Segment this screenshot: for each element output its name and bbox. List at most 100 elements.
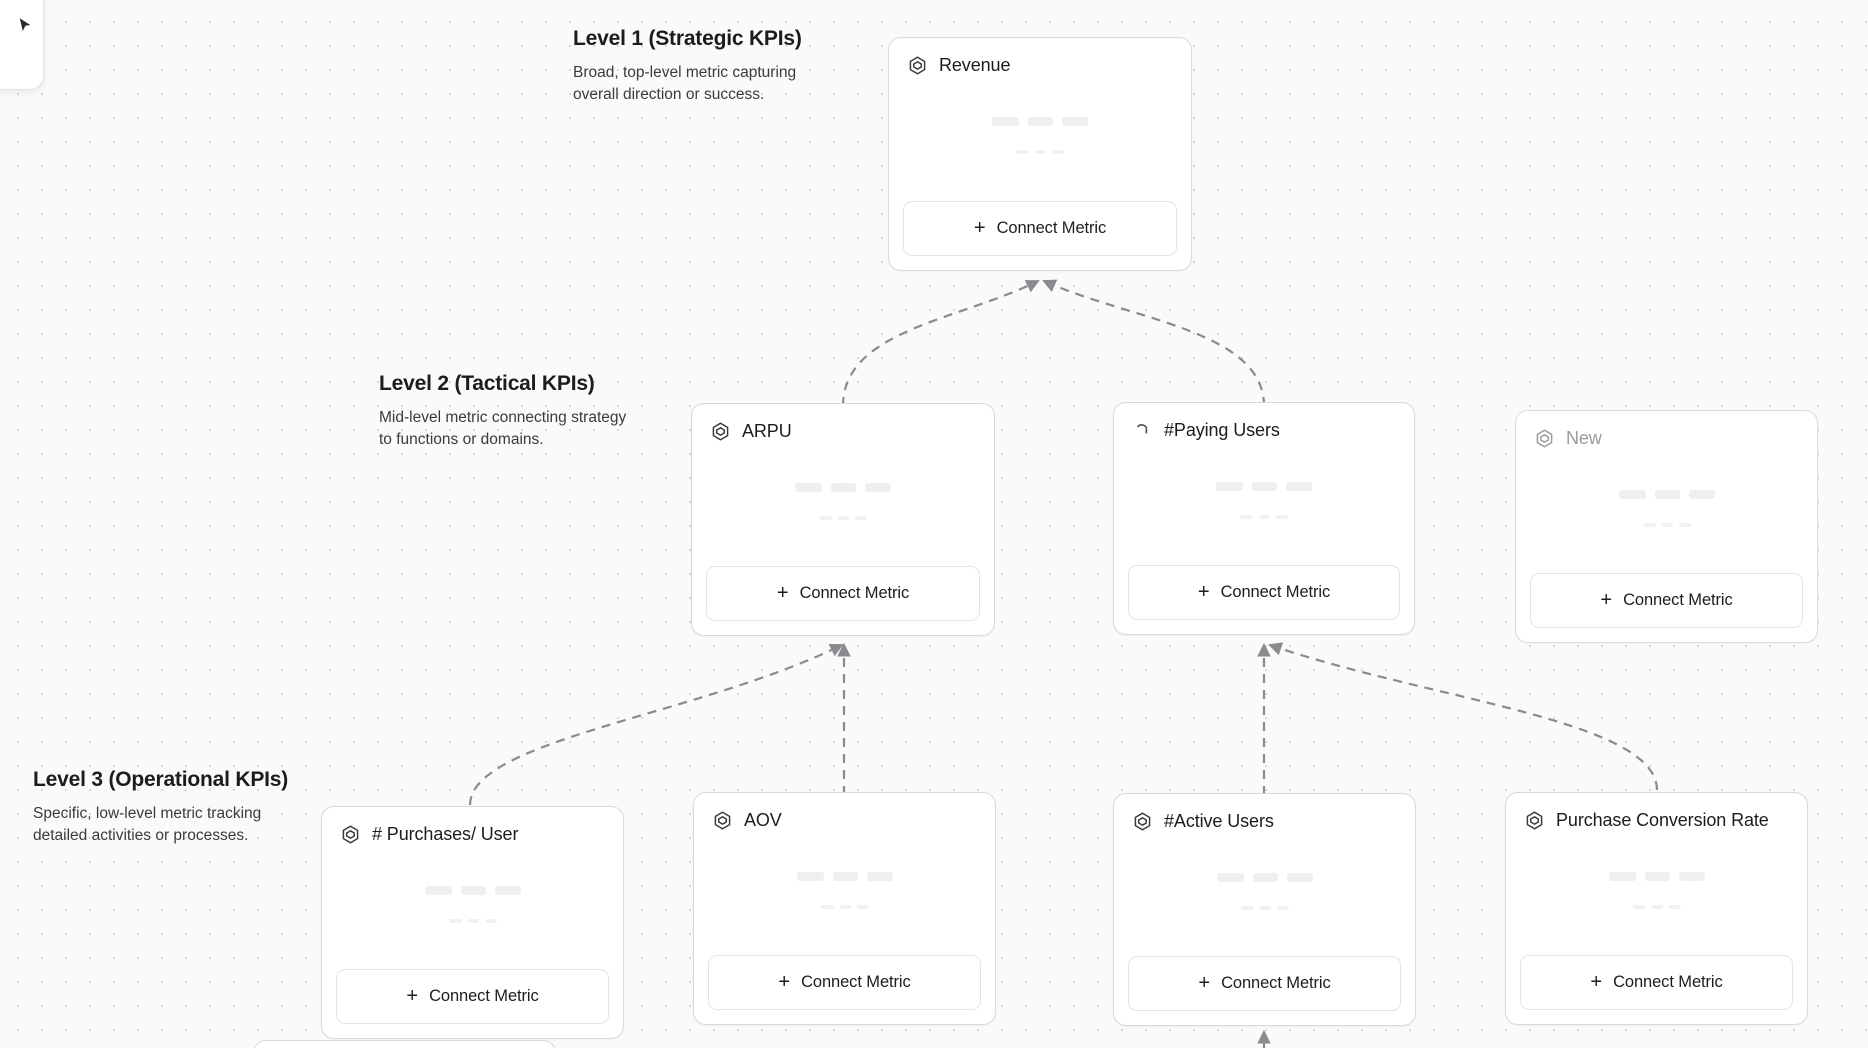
plus-icon: + (1600, 588, 1613, 611)
card-title: # Purchases/ User (372, 824, 519, 844)
skeleton-bar (460, 885, 486, 895)
card-header: Revenue (889, 38, 1191, 76)
skeleton-bar (448, 918, 462, 923)
skeleton-row-secondary (1016, 150, 1064, 154)
plus-icon: + (406, 984, 419, 1007)
level-2-header: Level 2 (Tactical KPIs) Mid-level metric… (379, 372, 629, 451)
hexagon-metric-icon (712, 810, 733, 831)
metric-card-new[interactable]: New + Connect Metric (1515, 410, 1818, 643)
card-placeholder-body (1516, 449, 1817, 573)
card-header: Purchase Conversion Rate (1506, 793, 1807, 831)
skeleton-bar (1252, 872, 1278, 882)
connect-metric-button[interactable]: + Connect Metric (1128, 956, 1401, 1011)
skeleton-bar (1654, 489, 1680, 499)
skeleton-bar (1216, 481, 1243, 491)
skeleton-row-primary (1618, 489, 1715, 499)
plus-icon: + (776, 581, 789, 604)
skeleton-row-primary (796, 871, 893, 881)
metric-card-purchases-per-user[interactable]: # Purchases/ User + Connect Metric (321, 806, 624, 1039)
skeleton-bar (1062, 117, 1088, 126)
skeleton-row-secondary (1240, 514, 1288, 519)
connect-metric-label: Connect Metric (1221, 974, 1331, 992)
metric-card-purchase-conversion-rate[interactable]: Purchase Conversion Rate + Connect Metri… (1505, 792, 1808, 1025)
metric-card-revenue[interactable]: Revenue + Connect Metric (888, 37, 1192, 271)
skeleton-bar (838, 515, 849, 520)
connect-metric-label: Connect Metric (429, 987, 539, 1005)
cursor-icon (16, 16, 34, 34)
skeleton-row-secondary (820, 904, 869, 909)
card-placeholder-body (322, 845, 623, 969)
connect-metric-button[interactable]: + Connect Metric (336, 969, 609, 1024)
skeleton-bar (1259, 514, 1270, 519)
hexagon-metric-icon (710, 421, 731, 442)
hexagon-metric-icon (907, 55, 928, 76)
card-title: AOV (744, 810, 782, 830)
skeleton-bar (1286, 872, 1313, 882)
card-title: New (1566, 428, 1602, 448)
skeleton-bar (1644, 871, 1670, 881)
metric-card-paying-users[interactable]: #Paying Users + Connect Metric (1113, 402, 1415, 635)
skeleton-bar (1052, 150, 1064, 154)
skeleton-row-primary (424, 885, 521, 895)
skeleton-bar (1668, 904, 1681, 909)
card-header: New (1516, 411, 1817, 449)
skeleton-row-primary (1608, 871, 1705, 881)
connect-metric-button[interactable]: + Connect Metric (1530, 573, 1803, 628)
level-2-title: Level 2 (Tactical KPIs) (379, 372, 595, 395)
card-placeholder-body (692, 442, 994, 566)
level-1-description: Broad, top-level metric capturing overal… (573, 64, 797, 103)
connect-metric-label: Connect Metric (799, 584, 910, 602)
skeleton-bar (1028, 117, 1053, 126)
skeleton-bar (1252, 481, 1277, 491)
connect-metric-label: Connect Metric (1623, 591, 1733, 609)
skeleton-bar (1678, 871, 1705, 881)
skeleton-bar (1259, 905, 1271, 910)
level-1-header: Level 1 (Strategic KPIs) Broad, top-leve… (573, 27, 823, 106)
skeleton-bar (1016, 150, 1029, 154)
plus-icon: + (1590, 970, 1603, 993)
metric-card-partial-offscreen[interactable] (253, 1040, 556, 1048)
card-placeholder-body (694, 831, 995, 955)
skeleton-bar (795, 482, 822, 492)
connect-metric-button[interactable]: + Connect Metric (706, 566, 980, 621)
card-placeholder-body (889, 76, 1191, 201)
connect-metric-label: Connect Metric (801, 973, 911, 991)
connect-metric-button[interactable]: + Connect Metric (1520, 955, 1793, 1010)
floating-toolbar-panel[interactable] (0, 0, 44, 90)
card-header: #Active Users (1114, 794, 1415, 832)
skeleton-bar (1286, 481, 1312, 491)
plus-icon: + (1198, 971, 1211, 994)
skeleton-bar (1240, 514, 1253, 519)
skeleton-bar (796, 871, 824, 881)
skeleton-bar (467, 918, 479, 923)
skeleton-row-secondary (1642, 522, 1691, 527)
metric-card-active-users[interactable]: #Active Users + Connect Metric (1113, 793, 1416, 1026)
skeleton-bar (819, 515, 832, 520)
skeleton-bar (424, 885, 452, 895)
connect-metric-button[interactable]: + Connect Metric (708, 955, 981, 1010)
skeleton-bar (1240, 905, 1254, 910)
skeleton-bar (992, 117, 1019, 126)
connect-metric-button[interactable]: + Connect Metric (903, 201, 1177, 256)
card-title: ARPU (742, 421, 792, 441)
skeleton-bar (1608, 871, 1636, 881)
skeleton-bar (1642, 522, 1656, 527)
connect-metric-label: Connect Metric (1220, 583, 1331, 601)
hexagon-metric-icon (1534, 428, 1555, 449)
skeleton-bar (1276, 905, 1289, 910)
metric-card-arpu[interactable]: ARPU + Connect Metric (691, 403, 995, 636)
connect-metric-label: Connect Metric (1613, 973, 1723, 991)
skeleton-bar (1688, 489, 1715, 499)
metric-card-aov[interactable]: AOV + Connect Metric (693, 792, 996, 1025)
hexagon-metric-icon (1132, 811, 1153, 832)
skeleton-row-primary (795, 482, 891, 492)
card-header: ARPU (692, 404, 994, 442)
skeleton-bar (494, 885, 521, 895)
connect-metric-label: Connect Metric (996, 219, 1107, 237)
connect-metric-button[interactable]: + Connect Metric (1128, 565, 1400, 620)
plus-icon: + (778, 970, 791, 993)
skeleton-bar (1618, 489, 1646, 499)
skeleton-row-primary (1216, 872, 1313, 882)
card-placeholder-body (1114, 441, 1414, 565)
